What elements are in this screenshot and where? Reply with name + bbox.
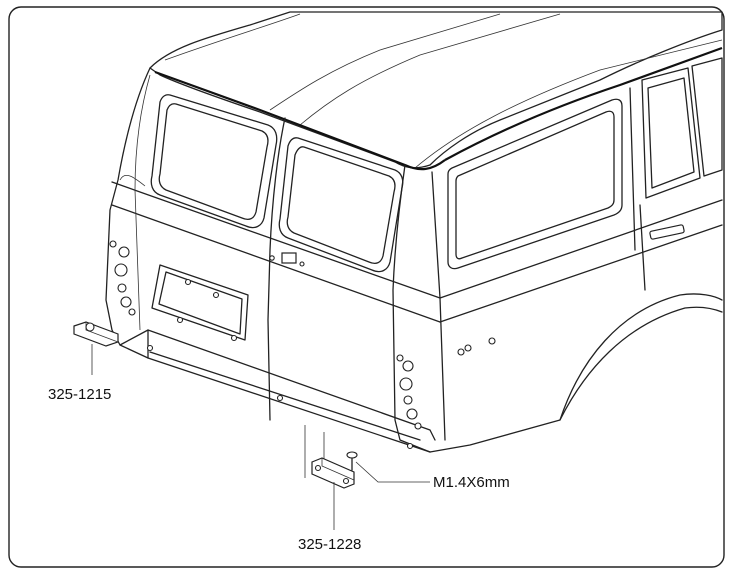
roof-outline [149,11,723,169]
door-split-line [267,117,286,421]
side-body-lower [429,293,723,453]
rear-belt-line-2 [111,204,441,323]
side-window-rear-outer [447,98,623,270]
body-hole-9 [457,348,465,356]
tail-light-hole-l4 [117,283,127,293]
tail-light-hole-l5 [120,296,132,308]
body-hole-2 [184,278,192,286]
tail-light-hole-l3 [114,263,128,277]
rear-body-outline [105,67,431,453]
rear-window-left-inner [158,103,269,220]
rear-window-right-inner [286,146,396,264]
vehicle-body [105,11,723,453]
plate-hole-2 [342,477,350,485]
roof-panel-line-3 [299,13,561,126]
rear-lower-edge [119,329,436,441]
label-part-light: 325-1215 [48,386,111,403]
side-window-front-inner [647,77,695,189]
license-plate-recess-outer [151,264,249,341]
tail-light-hole-r4 [403,395,413,405]
part-light-knob [85,322,95,332]
rear-window-left-outer [150,94,278,229]
side-door-line [639,204,646,291]
door-handle [649,224,685,240]
body-hole-5 [230,334,238,342]
bumper-line [149,351,421,441]
side-window-front-outer [641,67,701,199]
side-pillar [431,171,446,441]
plate-hole-1 [314,464,322,472]
roof-panel-line-4 [414,39,723,169]
rear-shoulder [119,174,146,187]
body-hole-10 [464,344,472,352]
screw-leader [355,461,430,483]
side-window-rear-inner [455,110,615,260]
part-light-assembly [73,321,119,375]
rear-window-right-outer [278,137,404,273]
side-window-far [691,57,723,177]
diagram-frame [8,6,725,568]
tail-light-hole-r5 [406,408,418,420]
roof-panel-line-1 [164,13,301,61]
screw-assembly [346,451,430,483]
body-hole-11 [488,337,496,345]
body-hole-7 [276,394,284,402]
rear-left-edge-line [134,74,151,331]
tail-light-hole-r6 [414,422,422,430]
side-body-belt [439,199,723,299]
label-part-plate: 325-1228 [298,536,361,553]
tail-light-hole-r1 [396,354,404,362]
plate-edge [321,458,355,481]
rear-handle-hole [299,261,305,267]
side-body-belt-2 [439,224,723,323]
side-pillar-c [629,87,636,251]
body-hole-4 [176,316,184,324]
part-light-edge [85,322,119,343]
tail-light-hole-l1 [109,240,117,248]
tail-light-hole-l2 [118,246,130,258]
label-screw: M1.4X6mm [433,474,510,491]
body-hole-6 [146,344,154,352]
rear-door-handle [281,252,297,264]
body-hole-8 [406,442,414,450]
body-hole-1 [269,255,275,261]
license-plate-recess-inner [158,271,243,335]
part-plate-assembly [304,425,355,530]
body-hole-3 [212,291,220,299]
rear-belt-line [111,181,441,299]
roof-panel-line-2 [269,13,501,111]
screw-head [346,451,358,459]
tail-light-hole-r2 [402,360,414,372]
side-rain-gutter [444,46,723,161]
wheel-arch-inner [559,306,723,421]
tail-light-hole-r3 [399,377,413,391]
tail-light-hole-l6 [128,308,136,316]
